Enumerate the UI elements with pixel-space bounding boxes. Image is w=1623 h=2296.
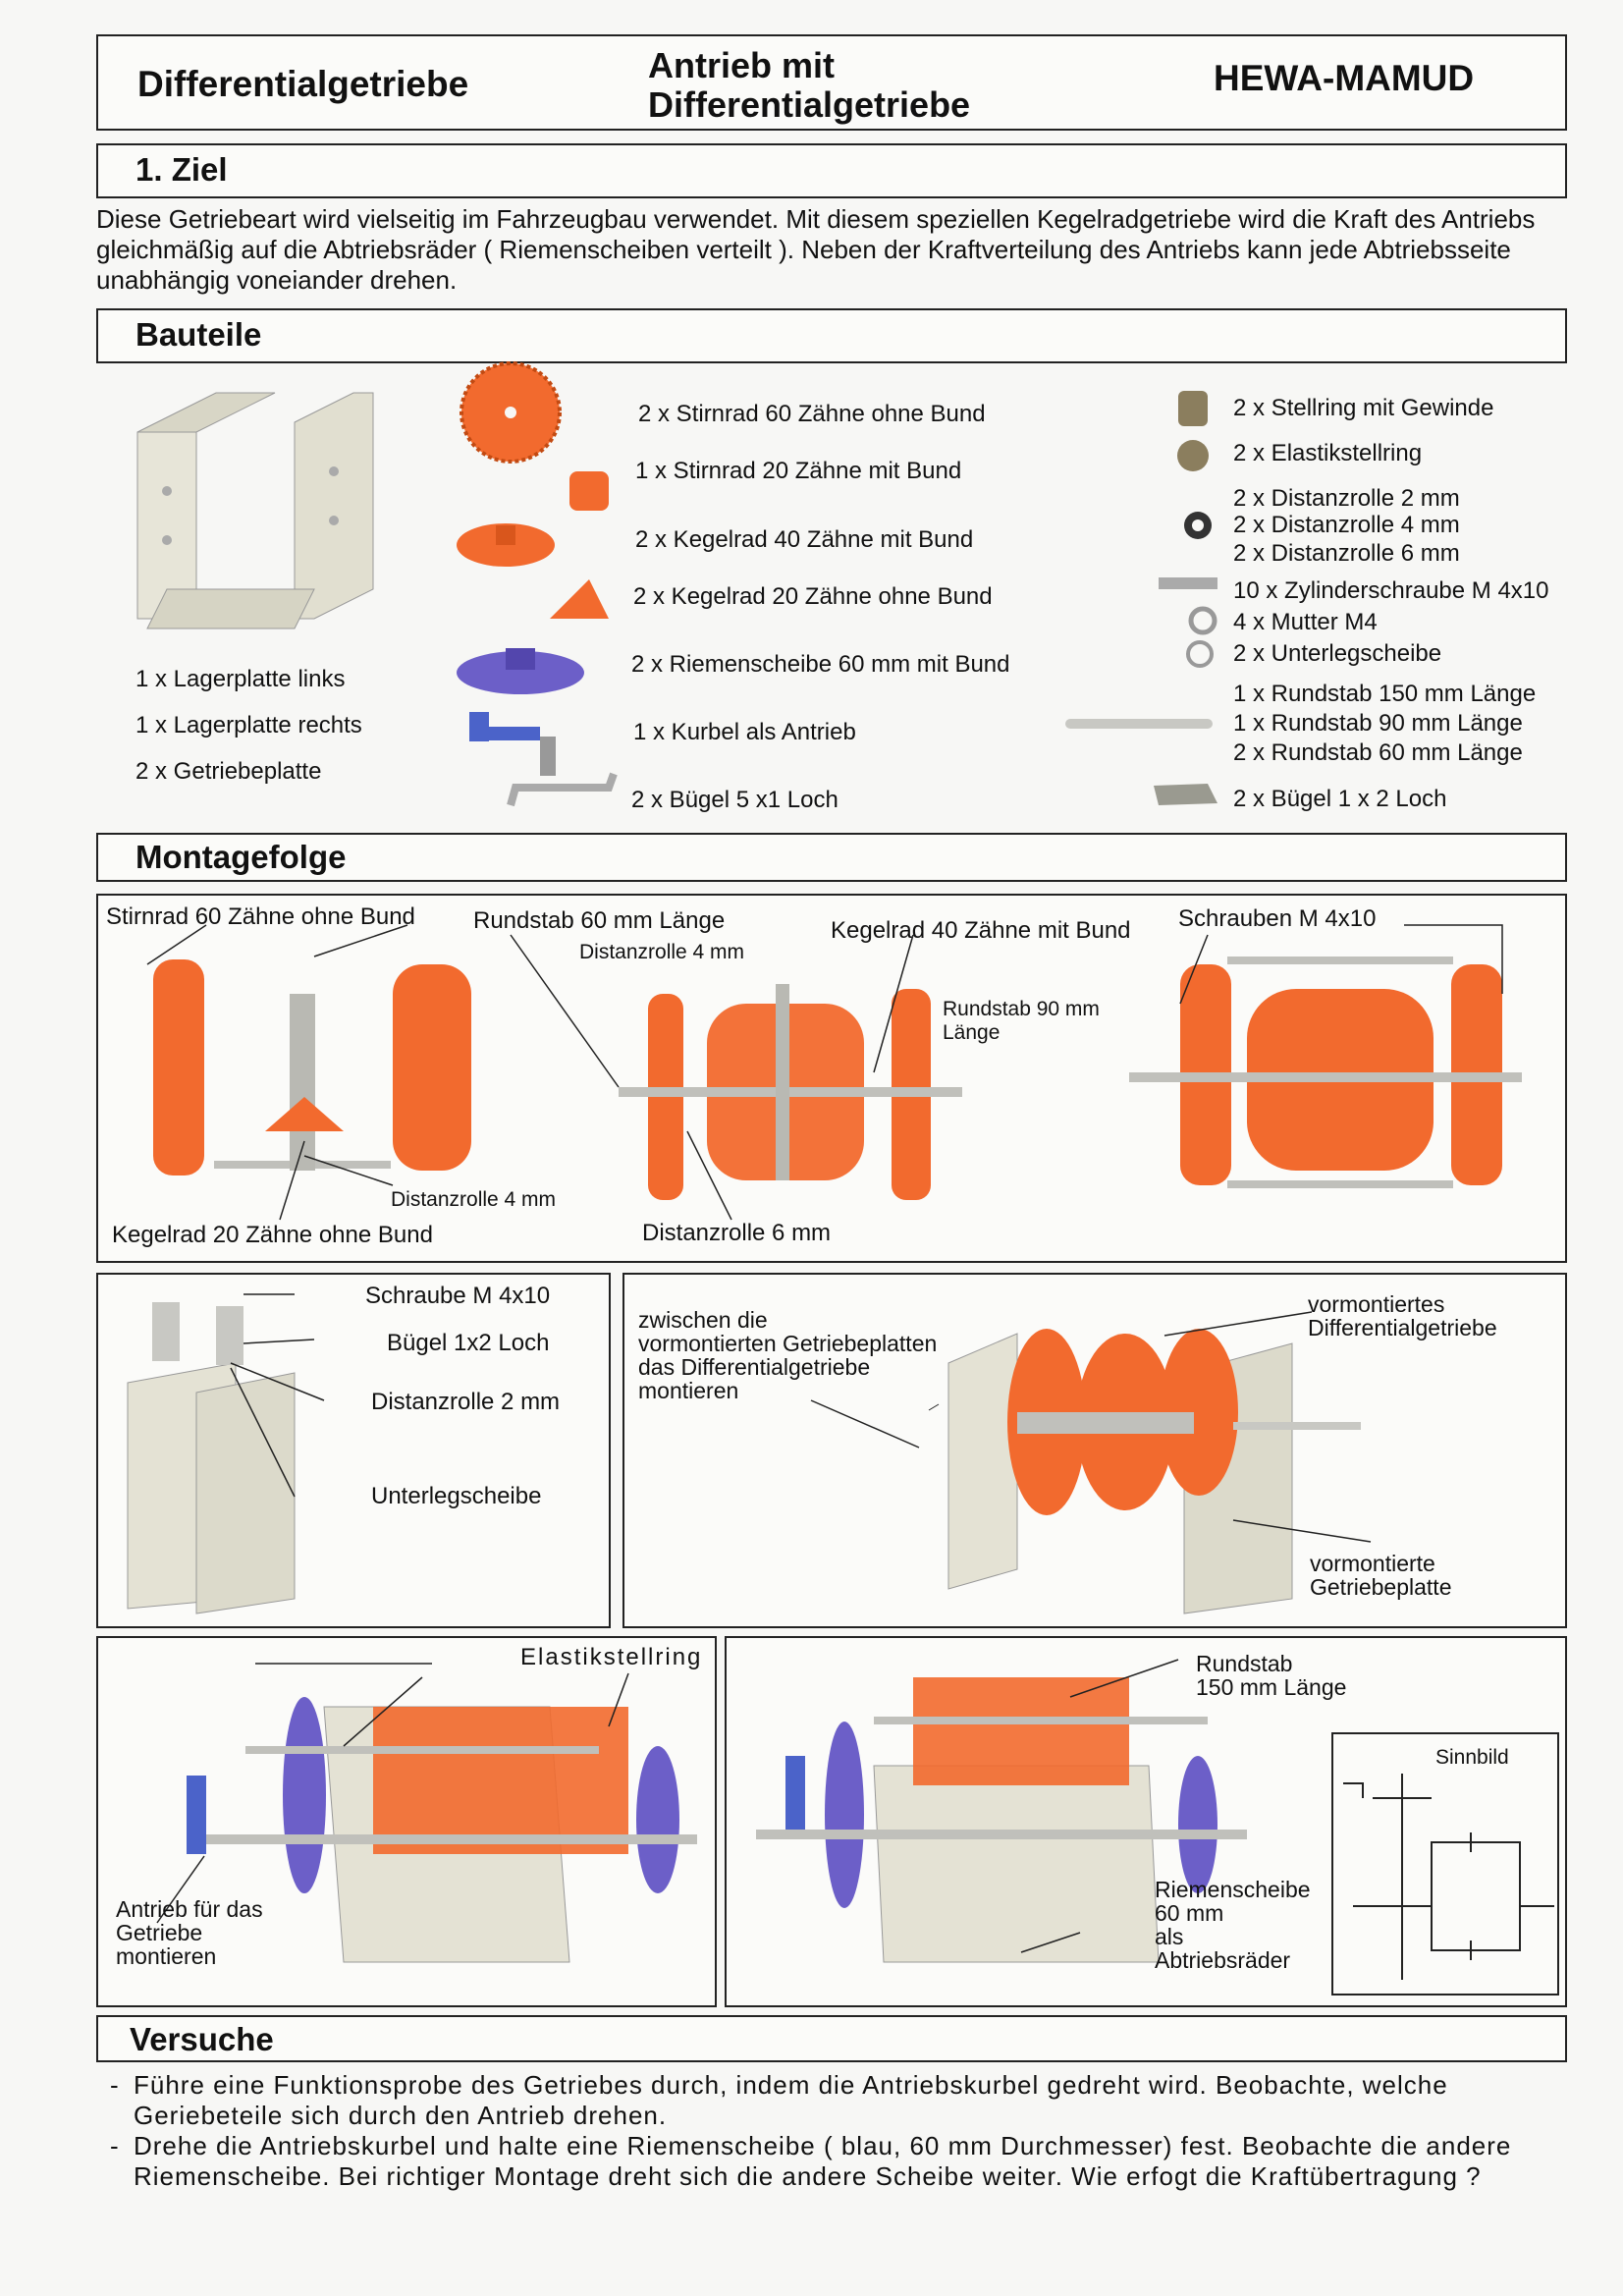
nut-image bbox=[1188, 606, 1217, 635]
crank-image bbox=[469, 712, 556, 776]
p4-antrieb: Antrieb für das Getriebe montieren bbox=[116, 1896, 263, 1969]
montage-panel-4: Elastikstellring Antrieb für das Getrieb… bbox=[96, 1636, 717, 2007]
montage-title-box: Montagefolge bbox=[96, 833, 1567, 882]
panel4-illustration bbox=[156, 1663, 697, 1963]
panel1-illustration bbox=[146, 924, 1522, 1221]
versuche-title: Versuche bbox=[130, 2021, 274, 2057]
p3-zwischen: zwischen die vormontierten Getriebeplatt… bbox=[638, 1307, 938, 1403]
bauteile-left-1: 1 x Lagerplatte rechts bbox=[135, 712, 362, 738]
ziel-title-box: 1. Ziel bbox=[96, 143, 1567, 198]
elastic-collar-image bbox=[1177, 440, 1209, 471]
bauteile-right-10: 2 x Rundstab 60 mm Länge bbox=[1233, 739, 1523, 766]
bauteile-right-7: 2 x Unterlegscheibe bbox=[1233, 640, 1442, 667]
bauteile-title: Bauteile bbox=[135, 316, 262, 353]
versuche-item-1: Drehe die Antriebskurbel und halte eine … bbox=[110, 2131, 1563, 2192]
p3-vormontiertes: vormontiertes Differentialgetriebe bbox=[1308, 1291, 1497, 1340]
bauteile-mid-0: 2 x Stirnrad 60 Zähne ohne Bund bbox=[638, 401, 986, 427]
header-title-middle: Antrieb mit Differentialgetriebe bbox=[648, 45, 971, 125]
bauteile-mid-2: 2 x Kegelrad 40 Zähne mit Bund bbox=[635, 526, 974, 553]
bauteile-right-2: 2 x Distanzrolle 2 mm bbox=[1233, 485, 1460, 512]
montage-panel-1: Stirnrad 60 Zähne ohne Bund Rundstab 60 … bbox=[96, 894, 1567, 1263]
bauteile-mid-4: 2 x Riemenscheibe 60 mm mit Bund bbox=[631, 651, 1010, 678]
p1-distanz4a: Distanzrolle 4 mm bbox=[579, 941, 745, 963]
panel2-illustration bbox=[127, 1293, 325, 1614]
p1-rundstab60: Rundstab 60 mm Länge bbox=[473, 907, 726, 934]
bauteile-left-0: 1 x Lagerplatte links bbox=[135, 666, 346, 692]
montage-panel-3: zwischen die vormontierten Getriebeplatt… bbox=[622, 1273, 1567, 1628]
bevel-gear-20-image bbox=[550, 579, 609, 619]
bauteile-right-1: 2 x Elastikstellring bbox=[1233, 440, 1423, 466]
header-brand: HEWA-MAMUD bbox=[1214, 58, 1475, 98]
montage-panel-2: Schraube M 4x10 Bügel 1x2 Loch Distanzro… bbox=[96, 1273, 611, 1628]
bauteile-mid-3: 2 x Kegelrad 20 Zähne ohne Bund bbox=[633, 583, 993, 610]
bauteile-right-5: 10 x Zylinderschraube M 4x10 bbox=[1233, 577, 1549, 604]
versuche-item-0: Führe eine Funktionsprobe des Getriebes … bbox=[110, 2070, 1563, 2131]
collar-image bbox=[1178, 391, 1208, 426]
bauteile-mid-1: 1 x Stirnrad 20 Zähne mit Bund bbox=[635, 458, 962, 484]
p5-riemen: Riemenscheibe 60 mm als Abtriebsräder bbox=[1155, 1877, 1311, 1973]
bauteile-right-3: 2 x Distanzrolle 4 mm bbox=[1233, 512, 1460, 538]
p1-kegelrad20: Kegelrad 20 Zähne ohne Bund bbox=[112, 1222, 433, 1248]
bauteile-right-0: 2 x Stellring mit Gewinde bbox=[1233, 395, 1494, 421]
panel3-illustration bbox=[810, 1311, 1372, 1614]
versuche-title-box: Versuche bbox=[96, 2015, 1567, 2062]
sinnbild-box: Sinnbild bbox=[1331, 1732, 1559, 1995]
screw-image bbox=[1159, 577, 1217, 589]
pulley-image bbox=[457, 651, 584, 694]
spur-gear-20-image bbox=[569, 471, 609, 511]
bauteile-right-8: 1 x Rundstab 150 mm Länge bbox=[1233, 681, 1537, 707]
header-title-left: Differentialgetriebe bbox=[137, 64, 469, 104]
p1-distanz6: Distanzrolle 6 mm bbox=[642, 1220, 832, 1246]
p2-buegel: Bügel 1x2 Loch bbox=[387, 1330, 550, 1356]
bauteile-right-11: 2 x Bügel 1 x 2 Loch bbox=[1233, 786, 1447, 812]
panel5-illustration bbox=[756, 1659, 1247, 1963]
bauteile-mid-6: 2 x Bügel 5 x1 Loch bbox=[631, 787, 839, 813]
ziel-text: Diese Getriebeart wird vielseitig im Fah… bbox=[96, 204, 1536, 295]
montage-title: Montagefolge bbox=[135, 839, 347, 875]
housing-plates-image bbox=[136, 392, 374, 629]
p4-elastik: Elastikstellring bbox=[520, 1644, 703, 1670]
p3-platte: vormontierte Getriebeplatte bbox=[1310, 1551, 1452, 1600]
versuche-list: Führe eine Funktionsprobe des Getriebes … bbox=[110, 2070, 1563, 2192]
sinnbild-label: Sinnbild bbox=[1435, 1746, 1509, 1769]
montage-panel-5: Rundstab 150 mm Länge Riemenscheibe 60 m… bbox=[725, 1636, 1567, 2007]
bauteile-right-6: 4 x Mutter M4 bbox=[1233, 609, 1378, 635]
bauteile-right-4: 2 x Distanzrolle 6 mm bbox=[1233, 540, 1460, 567]
bauteile-left-2: 2 x Getriebeplatte bbox=[135, 758, 322, 785]
washer-image bbox=[1186, 640, 1214, 668]
bauteile-title-box: Bauteile bbox=[96, 308, 1567, 363]
p5-rundstab: Rundstab 150 mm Länge bbox=[1196, 1651, 1347, 1700]
p2-schraube: Schraube M 4x10 bbox=[365, 1283, 551, 1309]
parts-illustration bbox=[136, 361, 1217, 807]
rod-image bbox=[1065, 719, 1213, 729]
p1-kegelrad40: Kegelrad 40 Zähne mit Bund bbox=[831, 917, 1131, 944]
p1-stirnrad: Stirnrad 60 Zähne ohne Bund bbox=[106, 903, 415, 930]
p1-schrauben: Schrauben M 4x10 bbox=[1178, 905, 1377, 932]
sinnbild-schematic bbox=[1343, 1774, 1554, 1980]
p2-unterleg: Unterlegscheibe bbox=[371, 1483, 542, 1509]
bauteile-mid-5: 1 x Kurbel als Antrieb bbox=[633, 719, 856, 745]
p1-distanz4b: Distanzrolle 4 mm bbox=[391, 1188, 557, 1211]
bauteile-right-9: 1 x Rundstab 90 mm Länge bbox=[1233, 710, 1523, 737]
ziel-title: 1. Ziel bbox=[135, 151, 228, 188]
bracket-5x1-image bbox=[507, 772, 618, 807]
p2-distanz2: Distanzrolle 2 mm bbox=[371, 1389, 561, 1415]
bracket-1x2-image bbox=[1154, 784, 1217, 805]
header-box: Differentialgetriebe Antrieb mit Differe… bbox=[96, 34, 1567, 131]
